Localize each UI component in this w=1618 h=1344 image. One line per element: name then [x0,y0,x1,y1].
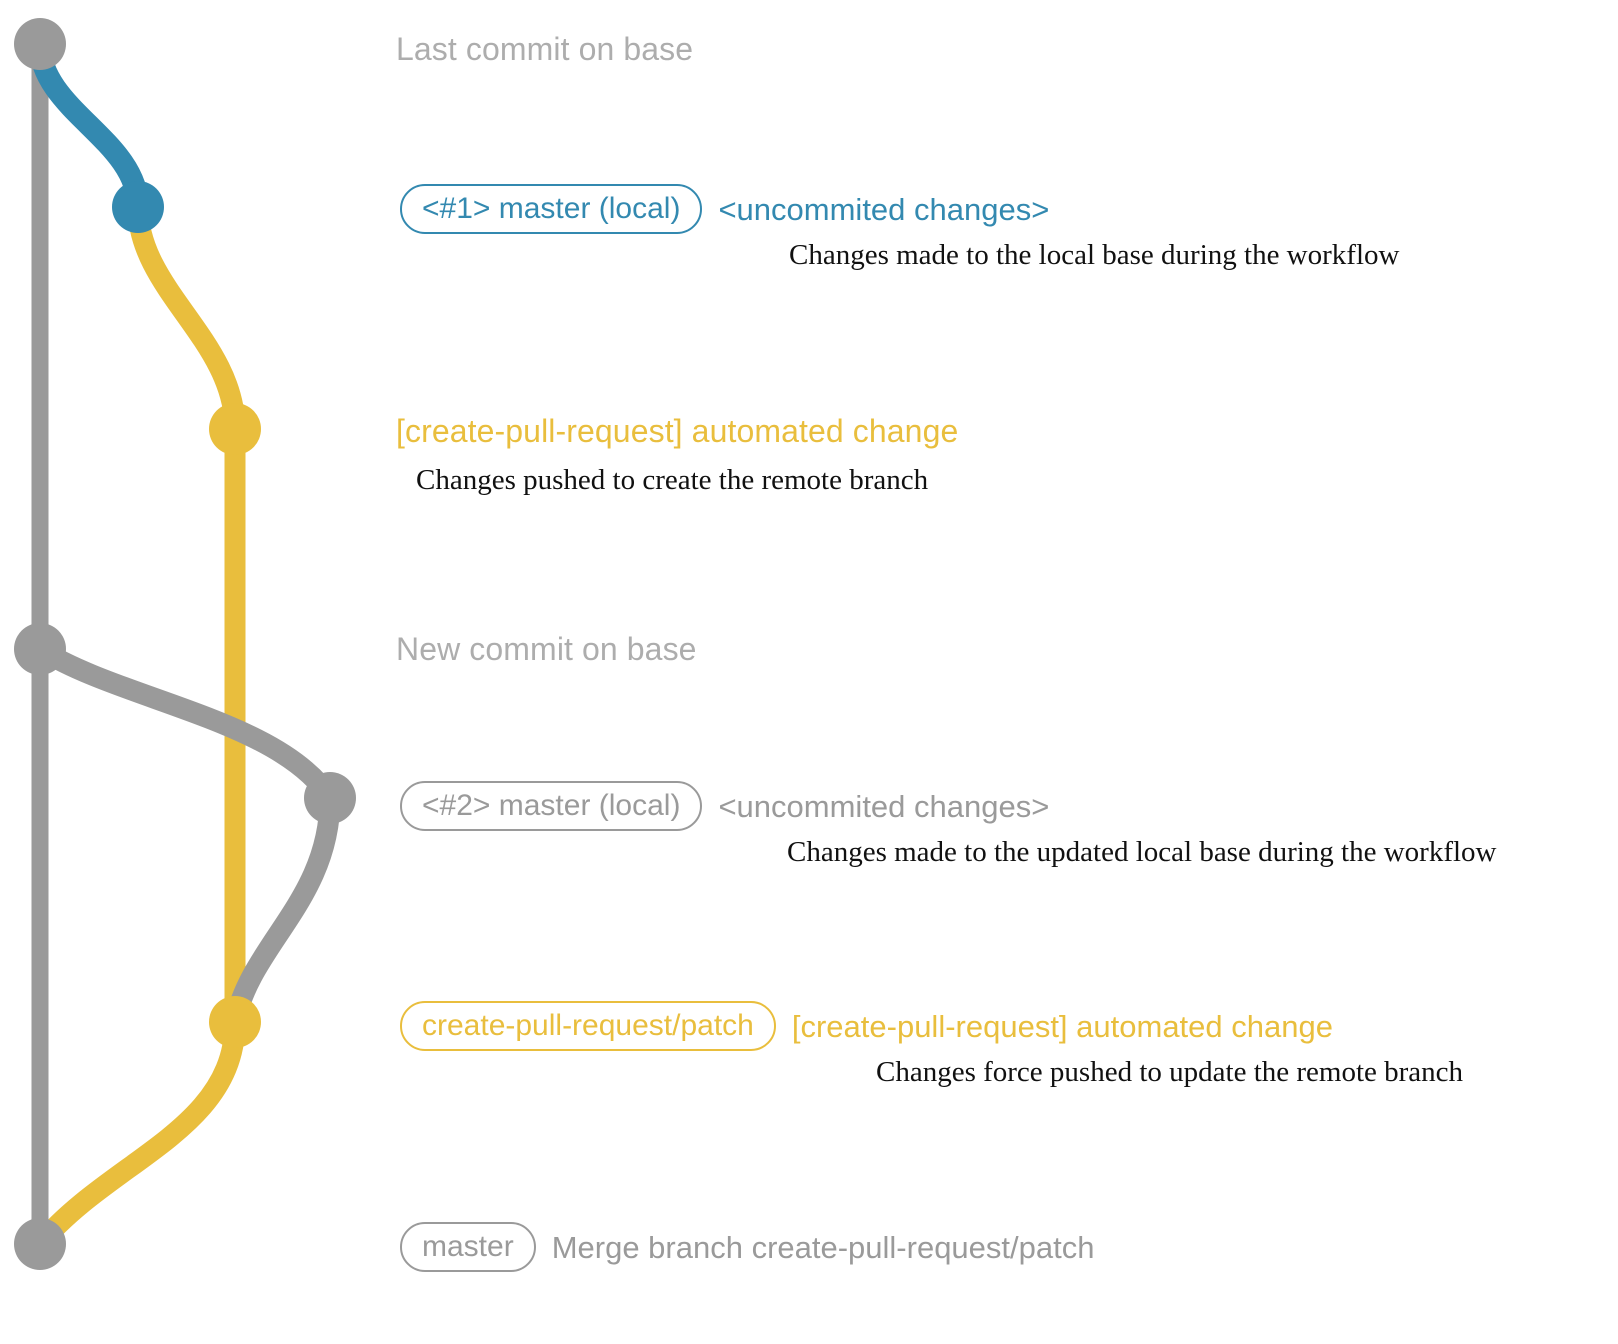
commit-node-new-commit-on-base[interactable] [14,623,66,675]
local-branch-line-1 [29,33,149,218]
label-last-commit-on-base: Last commit on base [396,31,694,67]
commit-node-local-1[interactable] [112,181,164,233]
row-local-commit-1: <#1> master (local) <uncommited changes> [400,184,1049,234]
force-push-line [224,787,341,1033]
branch-badge-patch[interactable]: create-pull-request/patch [400,1001,776,1051]
commit-node-automated-change-1[interactable] [209,403,261,455]
commit-message-local-2: <uncommited changes> [718,788,1050,824]
merge-line [29,1011,246,1255]
remote-branch-line-1 [127,196,246,440]
commit-message-patch: [create-pull-request] automated change [791,1008,1333,1044]
branch-badge-master[interactable]: master [400,1222,536,1272]
commit-message-merge: Merge branch create-pull-request/patch [551,1229,1095,1265]
caption-local-commit-1: Changes made to the local base during th… [789,239,1400,271]
row-local-commit-2: <#2> master (local) <uncommited changes> [400,781,1049,831]
commit-node-local-2[interactable] [304,772,356,824]
branch-badge-local-1[interactable]: <#1> master (local) [400,184,703,234]
caption-local-commit-2: Changes made to the updated local base d… [787,836,1497,868]
label-new-commit-on-base: New commit on base [396,631,697,667]
label-automated-change-1: [create-pull-request] automated change [396,413,959,449]
commit-message-local-1: <uncommited changes> [718,191,1050,227]
commit-node-automated-change-2[interactable] [209,996,261,1048]
local-branch-line-2 [29,638,341,809]
row-merge-commit: master Merge branch create-pull-request/… [400,1222,1094,1272]
commit-node-merge[interactable] [14,1218,66,1270]
row-patch-branch: create-pull-request/patch [create-pull-r… [400,1001,1333,1051]
git-commit-graph [14,18,356,1270]
branch-badge-local-2[interactable]: <#2> master (local) [400,781,703,831]
commit-node-last-commit-on-base[interactable] [14,18,66,70]
caption-automated-change-1: Changes pushed to create the remote bran… [416,464,929,496]
caption-patch-branch: Changes force pushed to update the remot… [876,1056,1464,1088]
